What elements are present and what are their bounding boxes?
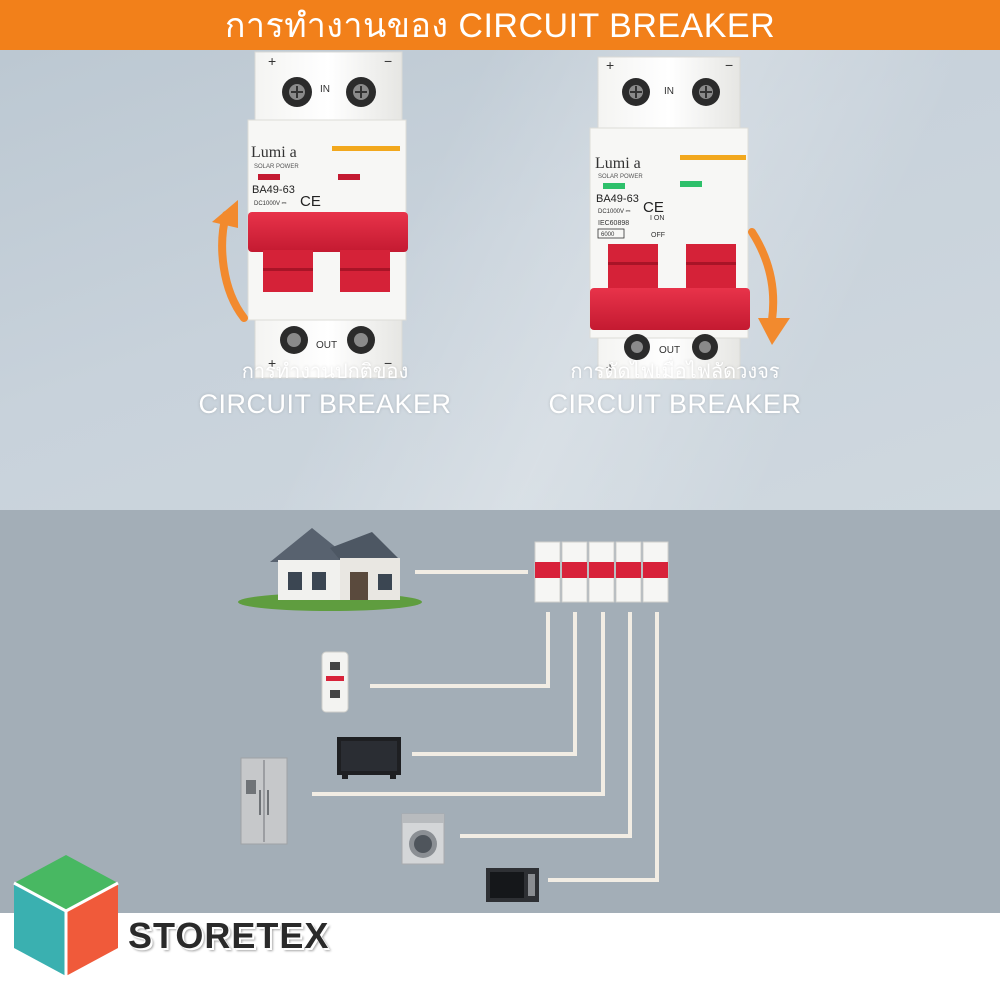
caption-line1: การทำงานปกติของ [241,361,409,383]
terminal-in-label: IN [664,86,674,97]
terminal-screw-icon [622,78,650,106]
breaker-panel [534,541,669,603]
accent-stripe [680,155,746,160]
brand-logo-text: Lumi a [251,144,297,161]
breaker-toggle [686,244,736,292]
terminal-screw-icon [347,326,375,354]
brand-sub-text: SOLAR POWER [598,174,643,180]
brand-name: STORETEX [128,915,330,956]
breaker-demo-panel [0,50,1000,510]
on-label: I ON [650,215,664,222]
wiring-diagram-panel [0,510,1000,913]
breaker-right: + − IN Lumi a SOLAR POWER BA49-63 CE DC1… [589,56,750,380]
page-title: การทำงานของ CIRCUIT BREAKER [0,0,1000,50]
arrow-up-icon [212,200,248,322]
terminal-out-label: OUT [316,340,337,351]
storetex-cube-icon [13,855,119,976]
wires [312,570,659,882]
caption-normal-operation: การทำงานปกติของ CIRCUIT BREAKER [180,355,470,420]
rating-label: DC1000V ⎓ [254,201,287,207]
model-label: BA49-63 [252,184,295,196]
footer [0,913,1000,1000]
breaker-toggle [608,244,658,292]
terminal-screw-icon [346,77,376,107]
standard-label: IEC60898 [598,220,629,227]
capacity-label: 6000 [601,232,615,238]
plus-label: + [606,359,614,375]
power-strip-icon [321,651,349,713]
model-label: BA49-63 [596,193,639,205]
refrigerator-icon [240,757,288,845]
tv-icon [337,737,401,779]
plus-label: + [268,355,276,371]
minus-label: − [384,355,392,371]
brand-sub-text: SOLAR POWER [254,164,299,170]
terminal-out-label: OUT [659,345,680,356]
rating-label: DC1000V ⎓ [598,209,631,215]
accent-stripe [332,146,400,151]
terminal-screw-icon [624,334,650,360]
terminal-screw-icon [692,78,720,106]
arrow-down-icon [748,228,790,345]
minus-label: − [384,53,392,69]
ce-mark-icon: CE [300,193,321,210]
plus-label: + [606,57,614,73]
light-shade [0,50,1000,510]
terminal-screw-icon [280,326,308,354]
caption-line1: การตัดไฟเมื่อไฟลัดวงจร [570,361,780,383]
status-window [603,183,625,189]
terminal-screw-icon [282,77,312,107]
caption-short-circuit-trip: การตัดไฟเมื่อไฟลัดวงจร CIRCUIT BREAKER [520,355,830,420]
minus-label: − [725,359,733,375]
status-window [680,181,702,187]
breaker-left: + − IN Lumi a SOLAR POWER BA49-63 CE DC1… [247,51,408,379]
status-window [258,174,280,180]
caption-line2: CIRCUIT BREAKER [548,389,802,419]
status-window [338,174,360,180]
minus-label: − [725,57,733,73]
breaker-handle-bar [248,212,408,252]
terminal-in-label: IN [320,84,330,95]
terminal-screw-icon [692,334,718,360]
breaker-handle-bar [590,288,750,330]
ce-mark-icon: CE [643,199,664,216]
brand-logo-text: Lumi a [595,155,641,172]
microwave-icon [486,868,539,902]
house-icon [238,528,422,611]
off-label: OFF [651,232,665,239]
caption-line2: CIRCUIT BREAKER [198,389,452,419]
plus-label: + [268,53,276,69]
washing-machine-icon [401,813,445,865]
